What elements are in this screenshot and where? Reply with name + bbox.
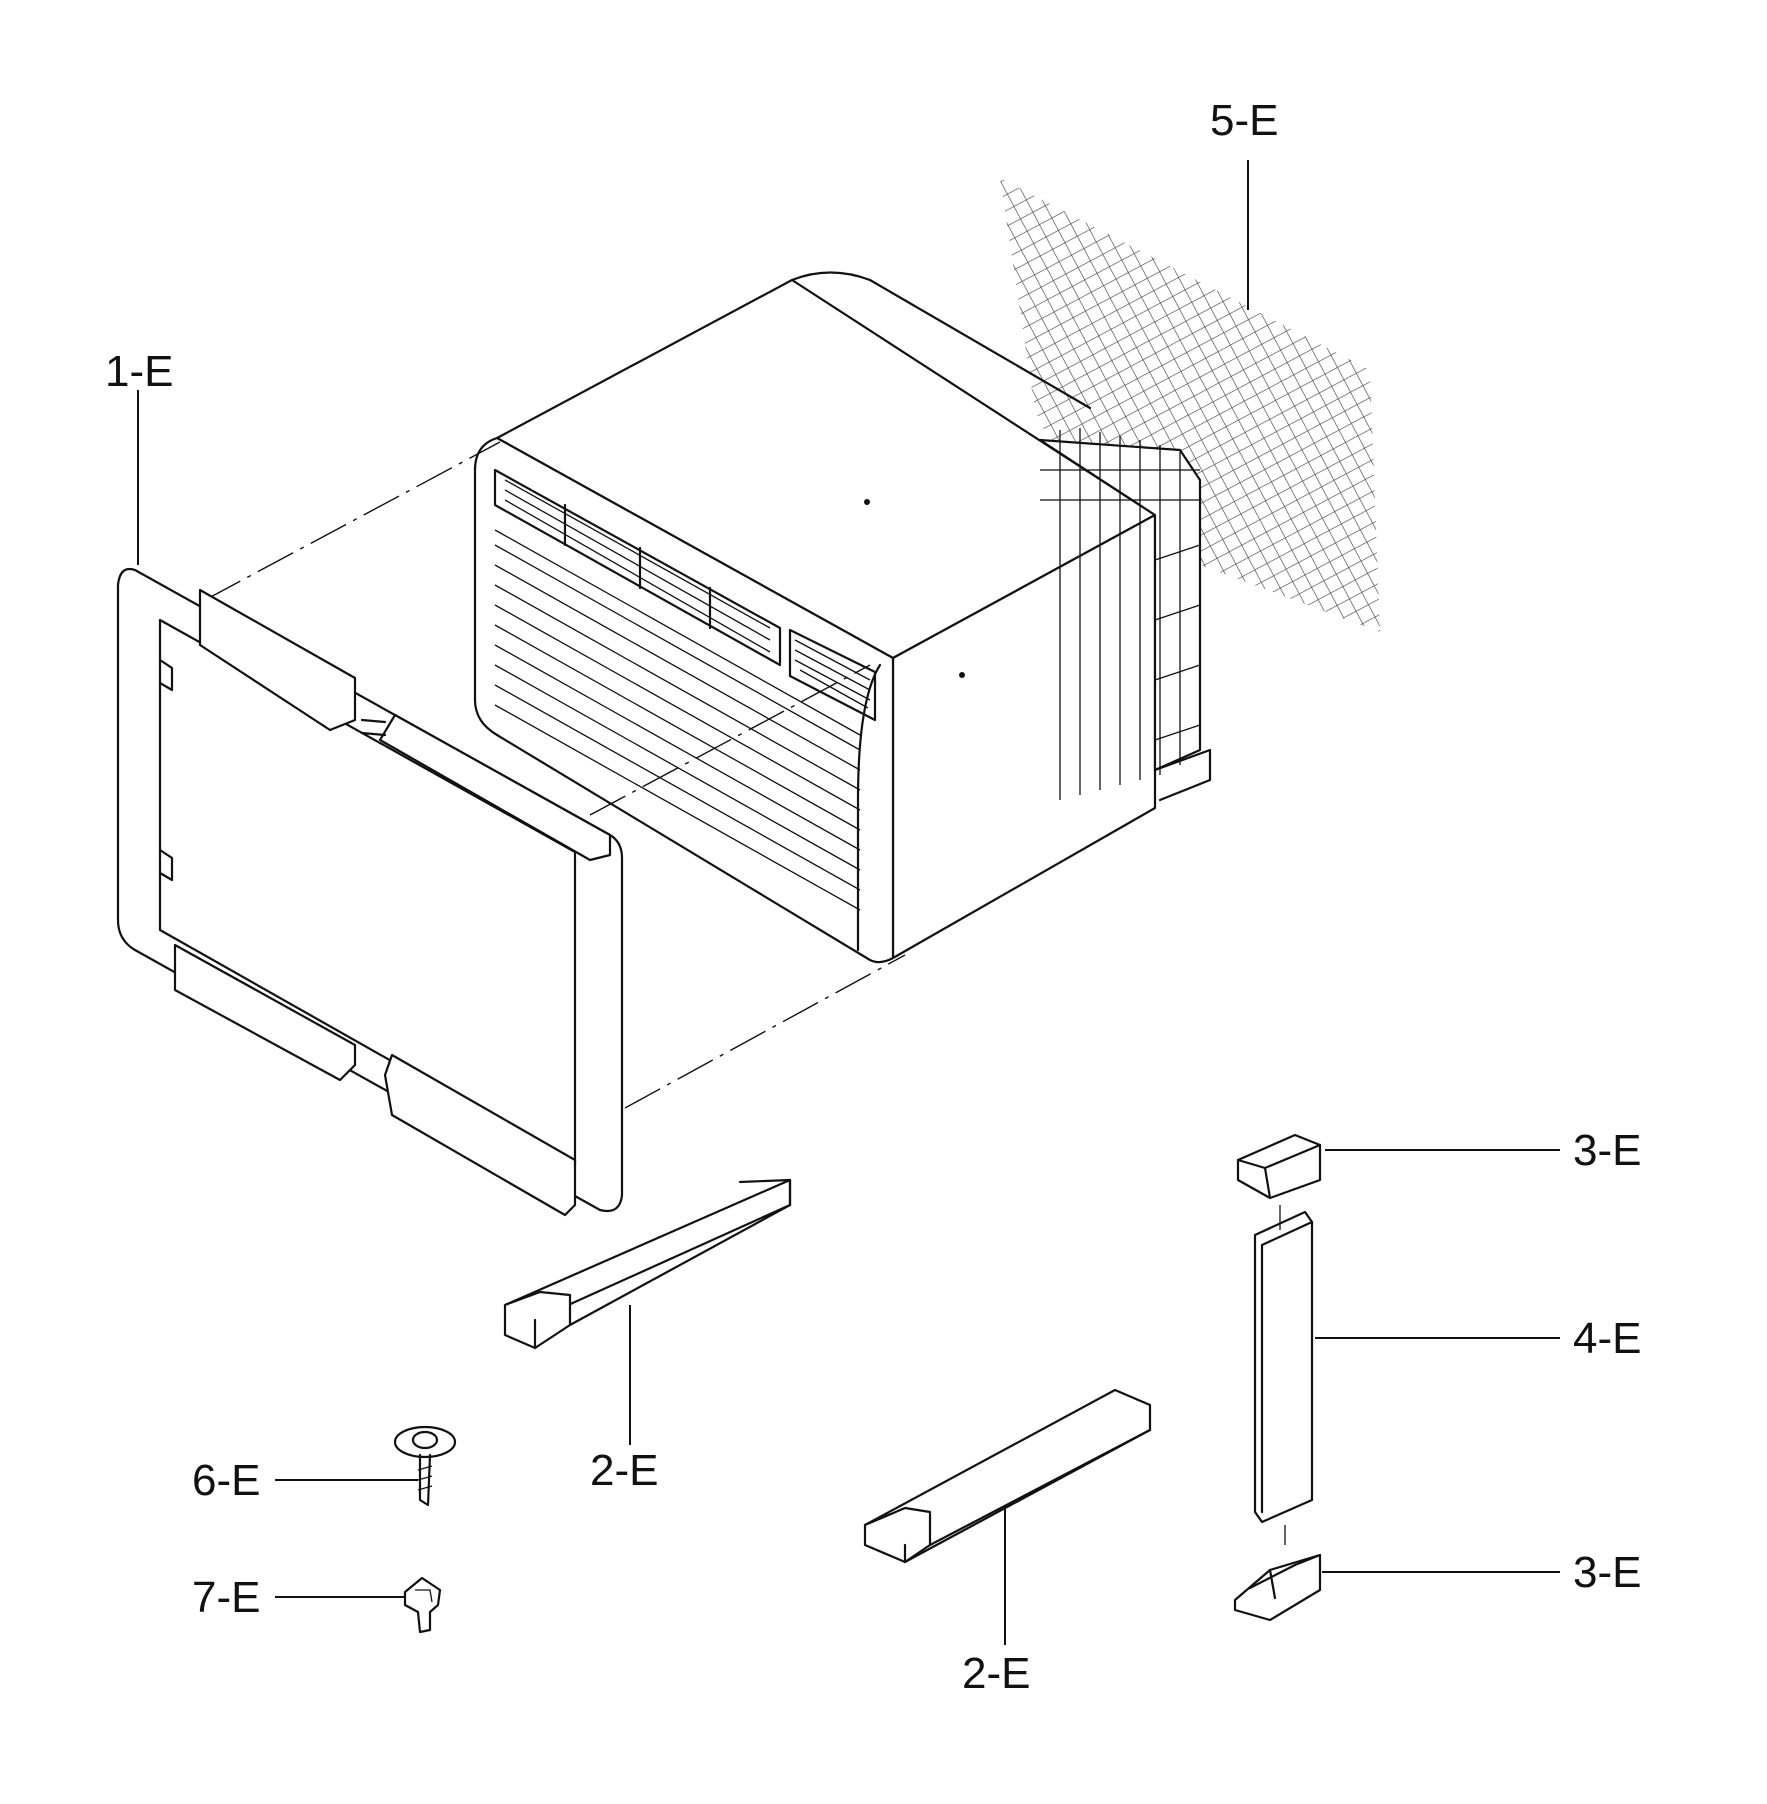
leader-lines xyxy=(137,160,1560,1645)
label-insulation-sheet: 5-E xyxy=(1210,96,1278,145)
label-clip: 7-E xyxy=(192,1573,260,1622)
frame-1e xyxy=(116,567,624,1217)
screw-6e xyxy=(393,1425,457,1507)
label-guide-lower: 3-E xyxy=(1573,1548,1641,1597)
label-screw: 6-E xyxy=(192,1456,260,1505)
part-labels: 1-E 5-E 3-E 4-E 3-E 2-E 2-E 6-E 7-E xyxy=(105,96,1641,1698)
side-bar-2e-lower xyxy=(863,1388,1152,1564)
control-panel xyxy=(788,628,877,722)
assembly-guide-lines xyxy=(204,441,906,1109)
label-frame: 1-E xyxy=(105,347,173,396)
intake-louvers xyxy=(494,529,861,911)
label-curtain-panel: 4-E xyxy=(1573,1314,1641,1363)
curtain-panel-4e xyxy=(1253,1205,1314,1545)
rear-coil-grille xyxy=(1038,428,1212,802)
air-conditioner-unit xyxy=(473,271,1212,964)
clip-7e xyxy=(403,1576,442,1634)
guide-3e-upper xyxy=(1236,1133,1322,1200)
guide-3e-lower xyxy=(1233,1553,1322,1622)
label-guide-upper: 3-E xyxy=(1573,1126,1641,1175)
label-side-bar-lower: 2-E xyxy=(962,1649,1030,1698)
front-panel xyxy=(473,436,895,964)
side-bar-2e-upper xyxy=(503,1178,792,1350)
label-side-bar-upper: 2-E xyxy=(590,1446,658,1495)
